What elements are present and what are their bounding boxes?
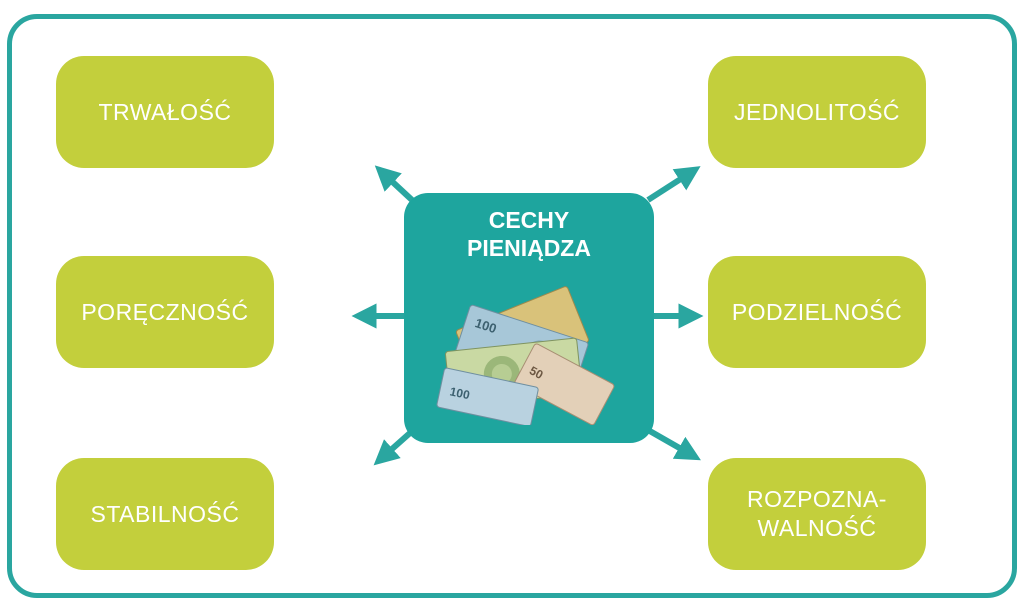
banknotes-icon: 100 100 50 100 — [436, 286, 615, 425]
feature-mid-left: PORĘCZNOŚĆ — [56, 256, 274, 368]
feature-label: ROZPOZNA- WALNOŚĆ — [747, 486, 887, 541]
feature-label: JEDNOLITOŚĆ — [733, 98, 901, 125]
arrow-bottom-left — [373, 430, 412, 466]
feature-label: TRWAŁOŚĆ — [98, 98, 232, 125]
arrow-top-right — [646, 166, 701, 203]
svg-text:100: 100 — [449, 384, 472, 402]
feature-bottom-left: STABILNOŚĆ — [56, 458, 274, 570]
center-title: CECHY PIENIĄDZA — [467, 207, 591, 261]
feature-label: STABILNOŚĆ — [90, 500, 240, 527]
center-node: CECHY PIENIĄDZA 100 100 50 100 — [404, 193, 654, 443]
arrow-top-left — [374, 165, 415, 203]
arrow-bottom-right — [646, 427, 701, 461]
svg-text:50: 50 — [527, 363, 546, 382]
feature-mid-right: PODZIELNOŚĆ — [708, 256, 926, 368]
feature-top-left: TRWAŁOŚĆ — [56, 56, 274, 168]
feature-label: PORĘCZNOŚĆ — [81, 298, 249, 325]
feature-label: PODZIELNOŚĆ — [731, 298, 903, 325]
feature-bottom-right: ROZPOZNA- WALNOŚĆ — [708, 458, 926, 570]
feature-top-right: JEDNOLITOŚĆ — [708, 56, 926, 168]
svg-text:100: 100 — [473, 315, 498, 336]
